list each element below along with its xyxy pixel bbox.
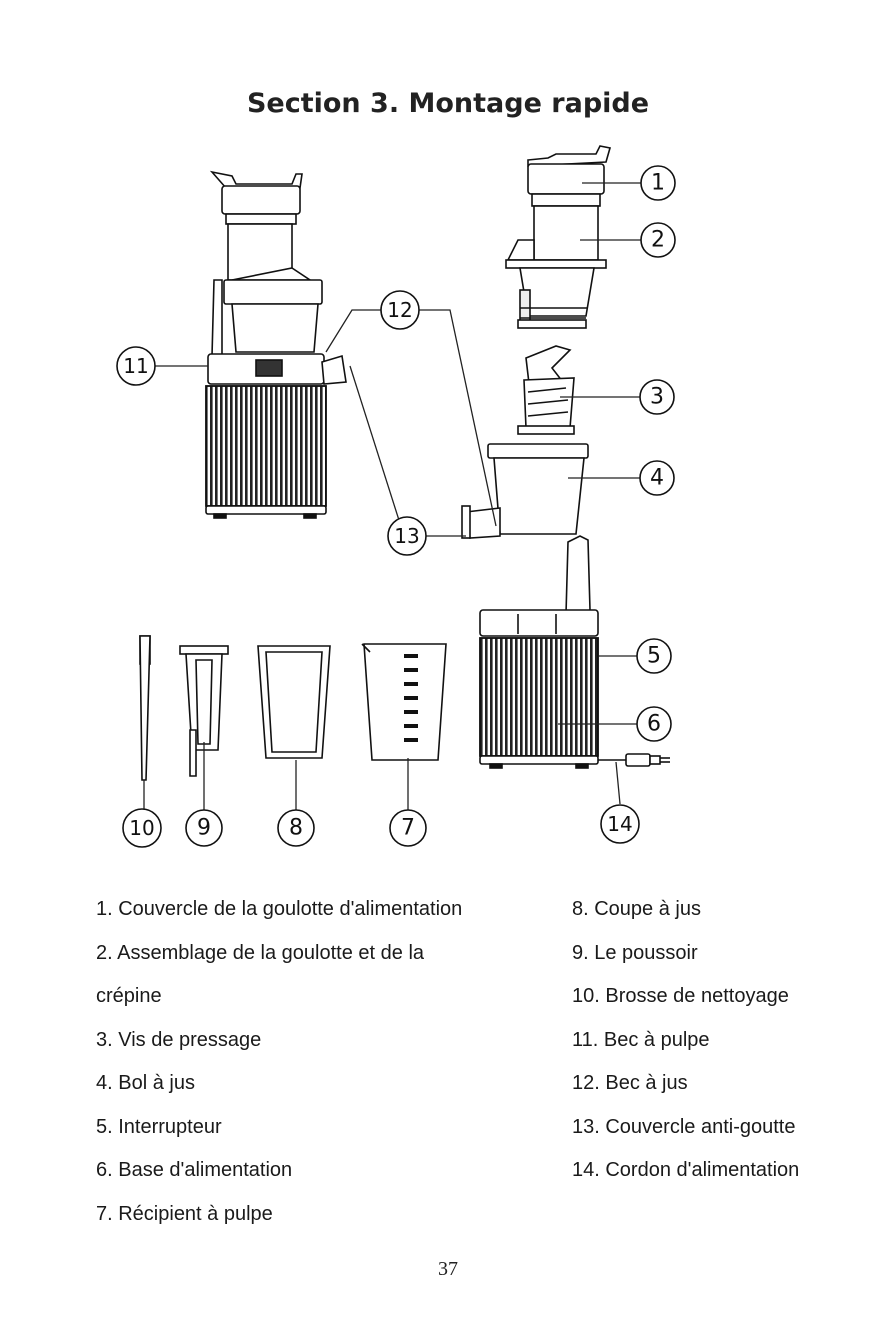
parts-list-item: 12. Bec à jus bbox=[572, 1072, 688, 1094]
parts-list-item: 4. Bol à jus bbox=[96, 1072, 195, 1094]
parts-list-item: 10. Brosse de nettoyage bbox=[572, 985, 789, 1007]
page-number: 37 bbox=[438, 1258, 458, 1280]
svg-text:13: 13 bbox=[394, 524, 419, 548]
callout-5: 5 bbox=[636, 638, 672, 674]
parts-list-item: 7. Récipient à pulpe bbox=[96, 1202, 273, 1225]
svg-text:8: 8 bbox=[289, 816, 303, 841]
svg-text:2: 2 bbox=[651, 228, 665, 253]
svg-text:6: 6 bbox=[647, 712, 661, 737]
parts-list-item: 14. Cordon d'alimentation bbox=[572, 1159, 800, 1181]
svg-text:14: 14 bbox=[607, 812, 632, 836]
page-title: Section 3. Montage rapide bbox=[246, 88, 650, 119]
juicer-assembly-diagram: 1 2 3 4 5 6 7 8 9 10 11 12 13 14 bbox=[116, 145, 676, 848]
callout-1: 1 bbox=[640, 165, 676, 201]
callout-8: 8 bbox=[277, 809, 315, 847]
assembled-juicer bbox=[205, 170, 347, 519]
svg-text:3: 3 bbox=[650, 385, 664, 410]
callout-3: 3 bbox=[639, 379, 675, 415]
parts-list-item: 13. Couvercle anti-goutte bbox=[572, 1115, 796, 1138]
svg-text:12: 12 bbox=[387, 298, 412, 322]
svg-text:9: 9 bbox=[197, 816, 211, 841]
parts-list-item: 3. Vis de pressage bbox=[96, 1028, 262, 1051]
parts-list-item: 5. Interrupteur bbox=[96, 1115, 222, 1138]
svg-text:4: 4 bbox=[650, 466, 664, 491]
svg-text:5: 5 bbox=[647, 644, 661, 669]
parts-list-item: 9. Le poussoir bbox=[572, 941, 698, 964]
callout-4: 4 bbox=[639, 460, 675, 496]
accessories bbox=[139, 635, 447, 781]
leader-lines bbox=[143, 182, 641, 810]
callout-13: 13 bbox=[387, 516, 427, 556]
callout-12: 12 bbox=[380, 290, 420, 330]
callout-11: 11 bbox=[116, 346, 156, 386]
callout-14: 14 bbox=[600, 804, 640, 844]
parts-list-right: 8. Coupe à jus 9. Le poussoir 10. Brosse… bbox=[572, 888, 872, 1193]
parts-list-item: crépine bbox=[96, 985, 162, 1007]
parts-list-item: 6. Base d'alimentation bbox=[96, 1159, 293, 1181]
svg-text:11: 11 bbox=[123, 354, 148, 378]
parts-list-left: 1. Couvercle de la goulotte d'alimentati… bbox=[96, 888, 536, 1236]
callout-2: 2 bbox=[640, 222, 676, 258]
callout-10: 10 bbox=[122, 808, 162, 848]
svg-text:1: 1 bbox=[651, 171, 665, 196]
exploded-parts bbox=[461, 145, 670, 769]
callout-7: 7 bbox=[389, 809, 427, 847]
parts-list-item: 1. Couvercle de la goulotte d'alimentati… bbox=[96, 898, 463, 920]
callout-9: 9 bbox=[185, 809, 223, 847]
svg-text:7: 7 bbox=[401, 816, 415, 841]
callout-6: 6 bbox=[636, 706, 672, 742]
parts-list-item: 2. Assemblage de la goulotte et de la bbox=[96, 941, 425, 964]
svg-text:10: 10 bbox=[129, 816, 154, 840]
parts-list-item: 8. Coupe à jus bbox=[572, 898, 701, 920]
parts-list-item: 11. Bec à pulpe bbox=[572, 1028, 710, 1051]
